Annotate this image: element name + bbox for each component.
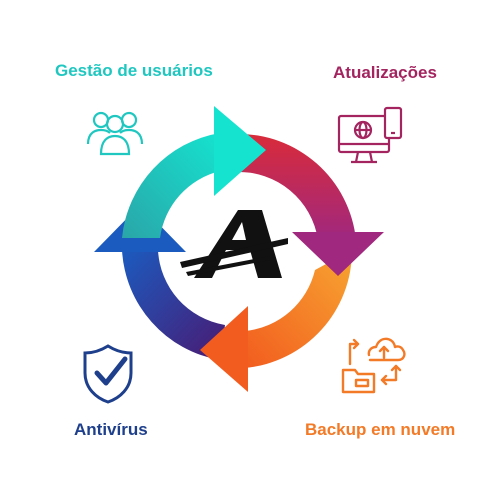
label-cloud-backup: Backup em nuvem bbox=[305, 420, 456, 439]
cycle-arrowhead-bottom bbox=[200, 306, 248, 392]
users-group-icon bbox=[86, 111, 144, 156]
label-user-management: Gestão de usuários bbox=[55, 61, 213, 80]
desktop-globe-phone-icon bbox=[337, 106, 403, 164]
cycle-arrow-top bbox=[122, 133, 220, 238]
cycle-arrow-bottom bbox=[245, 250, 353, 368]
label-updates: Atualizações bbox=[333, 63, 437, 82]
cycle-arrowhead-right bbox=[292, 232, 384, 276]
cycle-arrow-left bbox=[122, 250, 225, 360]
label-antivirus: Antivírus bbox=[74, 420, 148, 439]
a-logo-icon bbox=[180, 210, 288, 278]
shield-check-icon bbox=[83, 344, 133, 404]
cycle-arrowhead-top bbox=[214, 106, 266, 196]
cycle-arrow-right bbox=[236, 133, 356, 240]
cloud-folder-sync-icon bbox=[341, 337, 406, 394]
